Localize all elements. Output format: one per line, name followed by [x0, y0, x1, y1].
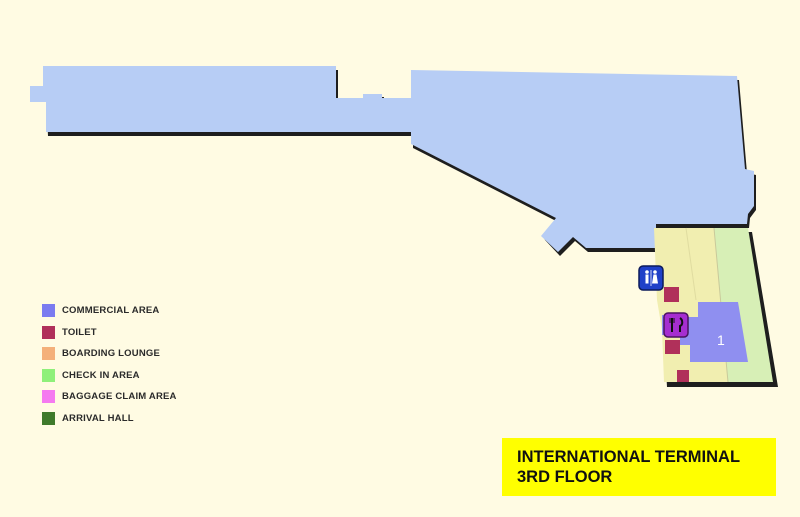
zone-number: 1	[717, 332, 725, 348]
map-title-line-1: INTERNATIONAL TERMINAL	[517, 448, 741, 466]
legend-swatch	[42, 390, 55, 404]
zone-divider	[685, 227, 697, 301]
legend-item-check-in-area: CHECK IN AREA	[42, 365, 242, 387]
legend-swatch	[42, 304, 55, 318]
legend-label: TOILET	[62, 326, 97, 338]
toilet-block	[677, 370, 689, 382]
legend-label: BAGGAGE CLAIM AREA	[62, 391, 177, 403]
legend-swatch	[42, 411, 55, 425]
toilet-block	[664, 287, 679, 302]
restaurant-icon[interactable]	[663, 312, 689, 338]
floor-area	[30, 66, 754, 252]
floor-notch	[30, 86, 44, 102]
map-legend: COMMERCIAL AREA TOILET BOARDING LOUNGE C…	[42, 300, 242, 429]
legend-label: BOARDING LOUNGE	[62, 348, 160, 360]
legend-item-commercial-area: COMMERCIAL AREA	[42, 300, 242, 322]
legend-item-boarding-lounge: BOARDING LOUNGE	[42, 343, 242, 365]
legend-item-baggage-claim-area: BAGGAGE CLAIM AREA	[42, 386, 242, 408]
legend-item-toilet: TOILET	[42, 322, 242, 344]
commercial-area-1	[680, 302, 748, 362]
legend-label: ARRIVAL HALL	[62, 412, 134, 424]
map-title-line-2: 3RD FLOOR	[517, 468, 613, 486]
legend-label: CHECK IN AREA	[62, 369, 140, 381]
toilet-block	[665, 340, 680, 354]
legend-swatch	[42, 347, 55, 361]
legend-label: COMMERCIAL AREA	[62, 305, 160, 317]
legend-item-arrival-hall: ARRIVAL HALL	[42, 408, 242, 430]
map-title-box: INTERNATIONAL TERMINAL 3RD FLOOR	[502, 438, 776, 496]
toilet-icon[interactable]	[638, 265, 664, 291]
legend-swatch	[42, 325, 55, 339]
legend-swatch	[42, 368, 55, 382]
